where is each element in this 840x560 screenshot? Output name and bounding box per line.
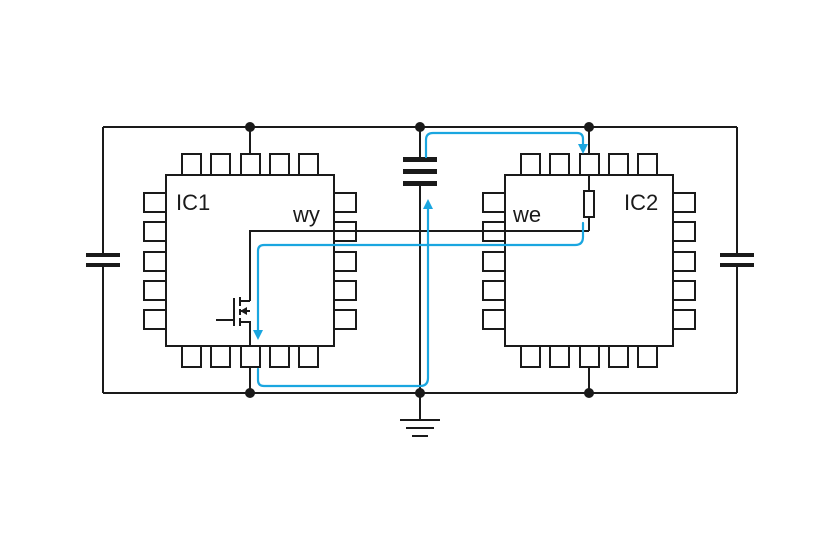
- right-decoupling-capacitor: [720, 253, 754, 267]
- ground-symbol: [400, 393, 440, 437]
- current-arrow-top: [578, 144, 588, 154]
- ic2-pin-label: we: [512, 202, 541, 227]
- signal-wire: [249, 230, 589, 301]
- current-arrow-left: [253, 330, 263, 340]
- ic2-top-pins: [520, 153, 658, 176]
- left-decoupling-capacitor: [86, 253, 120, 267]
- central-supply-capacitor: [403, 127, 437, 393]
- pullup-resistor: [583, 175, 595, 231]
- ic2-bottom-pins: [520, 345, 658, 368]
- current-arrow-center: [423, 199, 433, 209]
- mosfet-transistor: [216, 297, 251, 346]
- current-path: [256, 131, 585, 388]
- junction-dots: [245, 122, 594, 398]
- ic1-pin-label: wy: [292, 202, 320, 227]
- ic2-left-pins: [482, 192, 506, 330]
- ic1-label: IC1: [176, 190, 210, 215]
- ic1-top-pins: [181, 153, 319, 176]
- ic2-label: IC2: [624, 190, 658, 215]
- ic2-right-pins: [672, 192, 696, 330]
- ic1-right-pins: [333, 192, 357, 330]
- current-loop: [253, 131, 588, 388]
- ic1-left-pins: [143, 192, 167, 330]
- ic1-bottom-pins: [181, 345, 319, 368]
